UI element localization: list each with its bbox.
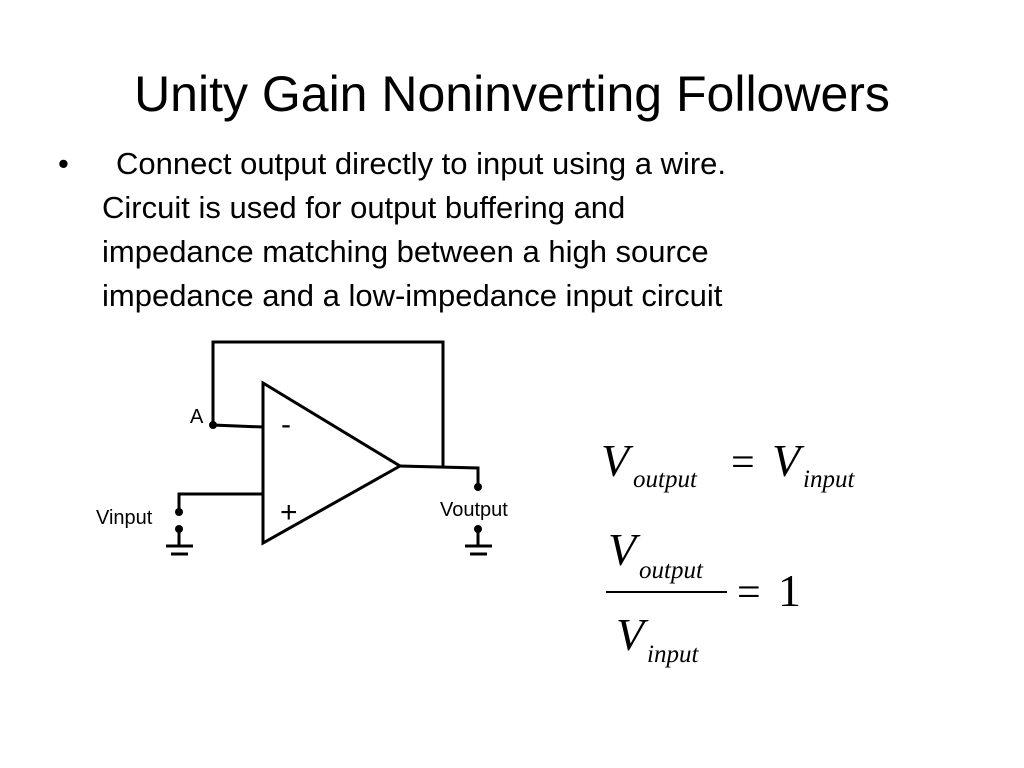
eq1-left-sub: output [633, 466, 698, 493]
node-a-label: A [190, 406, 204, 428]
input-label: Vinput [96, 507, 153, 529]
inverting-input-wire [211, 423, 264, 429]
noninverting-input-wire [177, 492, 265, 513]
feedback-wire [211, 340, 445, 468]
bullet-line-2: Circuit is used for output buffering and [102, 190, 626, 225]
eq1-right-var: V [772, 435, 805, 486]
eq2-den-var: V [616, 609, 649, 660]
eq2-num-sub: output [639, 557, 704, 584]
eq2-num-var: V [608, 524, 641, 575]
bullet-line-1: Connect output directly to input using a… [116, 146, 727, 181]
node-a-dot [209, 421, 217, 429]
output-wire [398, 464, 480, 488]
input-terminal-dot-bottom [175, 525, 183, 533]
bullet-item: • Connect output directly to input using… [58, 142, 958, 318]
noninverting-sign: + [280, 496, 298, 529]
output-terminal-dot-top [474, 483, 482, 491]
bullet-line-3: impedance matching between a high source [102, 234, 709, 269]
bullet-list: • Connect output directly to input using… [58, 142, 958, 318]
inverting-sign: - [281, 408, 291, 441]
eq1-right-sub: input [803, 466, 855, 493]
output-terminal-dot-bottom [474, 525, 482, 533]
input-terminal-dot-top [175, 508, 183, 516]
eq2-den-sub: input [647, 641, 699, 668]
eq2-equals: = [737, 570, 761, 616]
slide-title: Unity Gain Noninverting Followers [134, 66, 890, 122]
bullet-line-4: impedance and a low-impedance input circ… [102, 278, 723, 313]
eq1-equals: = [731, 440, 755, 486]
output-label: Voutput [440, 499, 508, 521]
eq2-rhs: 1 [778, 565, 801, 616]
bullet-marker: • [58, 146, 69, 181]
op-amp-triangle [261, 380, 403, 546]
equation-1: V output = V input [601, 435, 855, 493]
output-ground-icon [465, 544, 492, 556]
eq1-left-var: V [601, 435, 634, 486]
equation-2: V output V input = 1 [606, 524, 801, 668]
input-ground-icon [166, 544, 193, 556]
